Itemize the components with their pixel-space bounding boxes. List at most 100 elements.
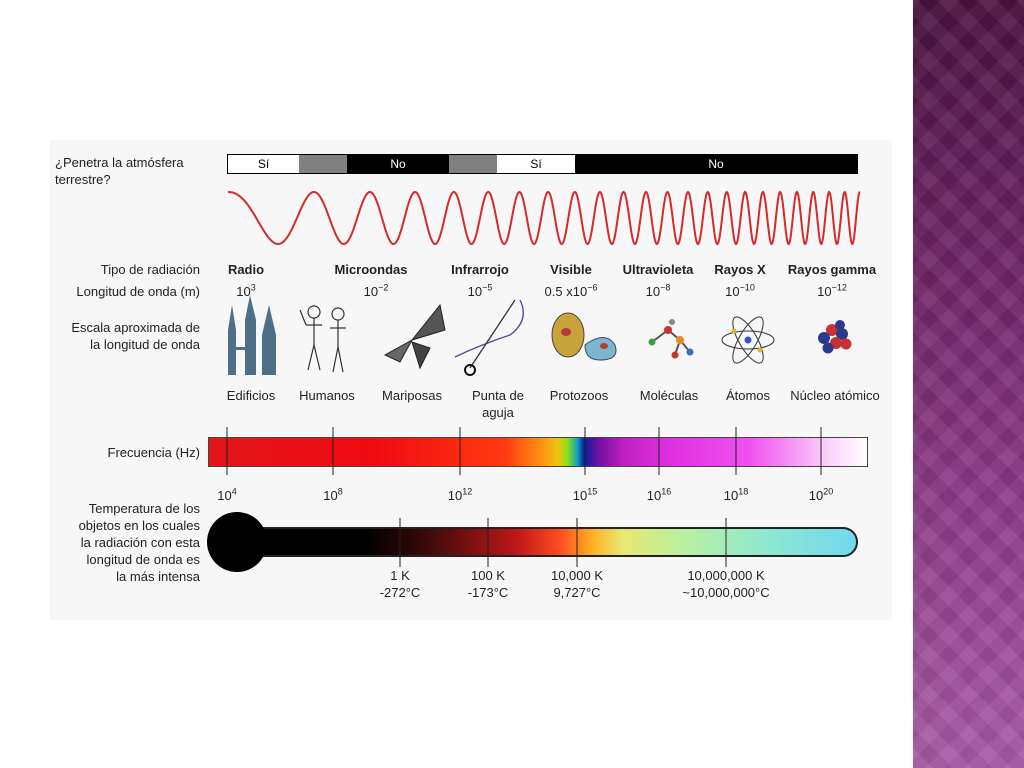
atmosphere-segment-no-2: No xyxy=(575,155,857,173)
object-label-edificios: Edificios xyxy=(226,388,276,403)
radiation-name-radio: Radio xyxy=(227,262,265,277)
atmosphere-question: ¿Penetra la atmósfera terrestre? xyxy=(55,154,184,188)
object-label-mariposas: Mariposas xyxy=(382,388,442,403)
temperature-celsius: -272°C xyxy=(379,585,421,600)
scale-row-label-line-1: Escala aproximada de xyxy=(71,320,200,335)
butterfly-icon xyxy=(383,303,446,370)
molecule-icon xyxy=(648,319,694,359)
frequency-tick-base: 10 xyxy=(808,488,824,503)
wavelength-rayos-x: 10−10 xyxy=(700,283,780,300)
temperature-kelvin: 100 K xyxy=(471,568,505,583)
radiation-name-infrarrojo: Infrarrojo xyxy=(451,262,509,277)
frequency-tick-base: 10 xyxy=(217,488,232,503)
wavelength-base: 10 xyxy=(236,284,251,299)
wavelength-base: 10 xyxy=(645,284,661,299)
temperature-label-line-4: longitud de onda es xyxy=(86,552,200,567)
object-label-atomos: Átomos xyxy=(725,388,771,403)
humans-icon xyxy=(299,305,346,373)
radiation-type-row-label: Tipo de radiación xyxy=(100,262,200,277)
wavelength-base: 10 xyxy=(467,284,483,299)
frequency-tick-base: 10 xyxy=(447,488,463,503)
slide-edge xyxy=(905,0,913,768)
temperature-row-label: Temperatura de los objetos en los cuales… xyxy=(40,500,200,585)
frequency-tick-base: 10 xyxy=(323,488,338,503)
temperature-kelvin: 10,000,000 K xyxy=(687,568,765,583)
atmosphere-segment-no-1: No xyxy=(347,155,449,173)
temperature-celsius: ~10,000,000°C xyxy=(682,585,770,600)
frequency-tick-base: 10 xyxy=(646,488,662,503)
temperature-label-line-3: la radiación con esta xyxy=(80,535,200,550)
wavelength-base: 0.5 x10 xyxy=(544,284,588,299)
frequency-tick-exponent: 8 xyxy=(337,486,343,497)
protozoa-icon xyxy=(551,312,617,361)
wavelength-base: 10 xyxy=(363,284,379,299)
radiation-name-visible: Visible xyxy=(550,262,592,277)
temperature-label-line-1: Temperatura de los xyxy=(88,501,200,516)
frequency-tick-label-7: 1020 xyxy=(801,487,841,504)
decorative-purple-band xyxy=(913,0,1024,768)
atom-icon xyxy=(721,316,775,364)
wavelength-exponent: −2 xyxy=(378,282,389,293)
atmosphere-segment-yes-2: Sí xyxy=(497,155,575,173)
wavelength-exponent: −6 xyxy=(587,282,598,293)
atmosphere-segment-partial-2 xyxy=(449,155,497,173)
frequency-spectrum-bar xyxy=(208,437,868,467)
frequency-tick-exponent: 18 xyxy=(738,486,749,497)
temperature-kelvin: 10,000 K xyxy=(550,568,604,583)
temperature-tick-10000k: 10,000 K 9,727°C xyxy=(532,567,622,601)
frequency-tick-label-4: 1015 xyxy=(565,487,605,504)
nucleus-icon xyxy=(818,320,852,354)
object-label-moleculas: Moléculas xyxy=(639,388,699,403)
frequency-tick-label-1: 104 xyxy=(207,487,247,504)
temperature-celsius: 9,727°C xyxy=(553,585,601,600)
radiation-name-ultravioleta: Ultravioleta xyxy=(622,262,694,277)
atmosphere-bar-frame xyxy=(227,154,858,174)
temperature-celsius: -173°C xyxy=(467,585,509,600)
thermometer-tube xyxy=(240,527,858,557)
wavelength-row-label: Longitud de onda (m) xyxy=(76,284,200,299)
wavelength-radio: 103 xyxy=(206,283,286,300)
wavelength-exponent: −12 xyxy=(831,282,847,293)
temperature-label-line-2: objetos en los cuales xyxy=(78,518,200,533)
wavelength-base: 10 xyxy=(725,284,740,299)
radiation-name-rayos-x: Rayos X xyxy=(714,262,766,277)
frequency-tick-exponent: 16 xyxy=(661,486,672,497)
temperature-kelvin: 1 K xyxy=(390,568,410,583)
wavelength-exponent: 3 xyxy=(250,282,256,293)
frequency-tick-exponent: 12 xyxy=(462,486,473,497)
frequency-tick-exponent: 15 xyxy=(587,486,598,497)
radiation-name-microondas: Microondas xyxy=(334,262,408,277)
atmosphere-question-line-2: terrestre? xyxy=(55,172,111,187)
frequency-tick-exponent: 20 xyxy=(823,486,834,497)
thermometer-bulb xyxy=(207,512,267,572)
object-label-nucleo-atomico: Núcleo atómico xyxy=(790,388,880,403)
atmosphere-question-line-1: ¿Penetra la atmósfera xyxy=(55,155,184,170)
object-label-humanos: Humanos xyxy=(299,388,355,403)
temperature-label-line-5: la más intensa xyxy=(116,569,200,584)
frequency-tick-base: 10 xyxy=(723,488,739,503)
object-label-punta-de-aguja: Punta de aguja xyxy=(471,388,525,420)
wavelength-exponent: −8 xyxy=(660,282,671,293)
scale-row-label-line-2: la longitud de onda xyxy=(90,337,200,352)
wavelength-visible: 0.5 x10−6 xyxy=(526,283,616,300)
frequency-row-label: Frecuencia (Hz) xyxy=(107,445,200,460)
atmosphere-segment-partial-1 xyxy=(299,155,347,173)
radiation-name-rayos-gamma: Rayos gamma xyxy=(787,262,877,277)
frequency-tick-base: 10 xyxy=(572,488,588,503)
scale-row-label: Escala aproximada de la longitud de onda xyxy=(40,319,200,353)
wavelength-exponent: −5 xyxy=(482,282,493,293)
wavelength-ultravioleta: 10−8 xyxy=(618,283,698,300)
wavelength-rayos-gamma: 10−12 xyxy=(792,283,872,300)
wavelength-wave xyxy=(228,190,861,246)
temperature-tick-10000000k: 10,000,000 K ~10,000,000°C xyxy=(666,567,786,601)
wavelength-base: 10 xyxy=(817,284,832,299)
frequency-tick-label-3: 1012 xyxy=(440,487,480,504)
temperature-tick-1k: 1 K -272°C xyxy=(360,567,440,601)
wavelength-exponent: −10 xyxy=(739,282,755,293)
needle-icon xyxy=(454,299,524,376)
wavelength-microondas: 10−2 xyxy=(331,283,421,300)
object-label-protozoos: Protozoos xyxy=(549,388,609,403)
frequency-tick-label-5: 1016 xyxy=(639,487,679,504)
frequency-tick-label-6: 1018 xyxy=(716,487,756,504)
temperature-tick-100k: 100 K -173°C xyxy=(448,567,528,601)
